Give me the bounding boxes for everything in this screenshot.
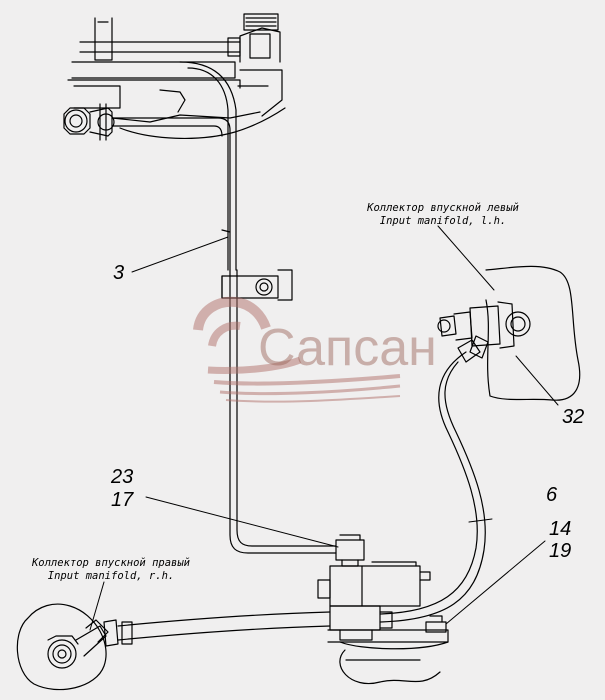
leader-lines — [89, 225, 559, 631]
pipe-3 — [221, 229, 337, 554]
caption-right-manifold-en: Input manifold, r.h. — [47, 570, 175, 582]
part-label-17: 17 — [111, 489, 134, 511]
part-label-6: 6 — [546, 484, 558, 506]
valve-assembly — [317, 534, 449, 685]
watermark-text: Сапсан — [258, 319, 437, 377]
pipe-right-manifold — [103, 611, 331, 647]
left-manifold-fitting — [437, 265, 581, 401]
right-manifold-fitting — [16, 603, 109, 691]
upper-left-fitting — [63, 103, 115, 141]
part-label-32: 32 — [562, 406, 585, 428]
upper-engine-assembly — [63, 13, 286, 271]
pipe-clamp — [221, 269, 293, 301]
part-label-23: 23 — [111, 466, 134, 488]
caption-right-manifold-ru: Коллектор впускной правый — [31, 557, 191, 569]
watermark-logo — [193, 296, 401, 403]
part-label-14: 14 — [549, 518, 572, 540]
caption-left-manifold-ru: Коллектор впускной левый — [367, 202, 519, 214]
hose-6 — [379, 339, 486, 623]
part-label-3: 3 — [113, 262, 125, 284]
caption-left-manifold-en: Input manifold, l.h. — [379, 215, 507, 227]
part-label-19: 19 — [549, 540, 572, 562]
